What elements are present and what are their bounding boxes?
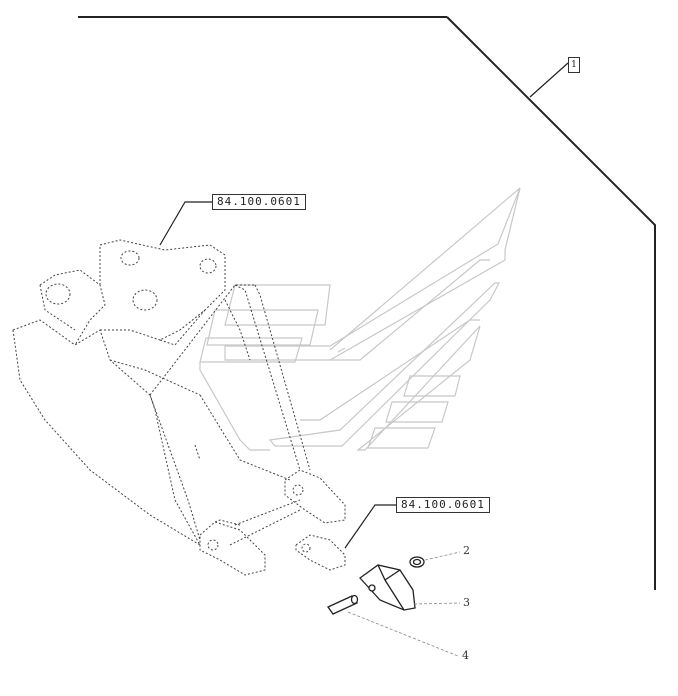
callout-leaders — [347, 551, 461, 657]
callout-2: 2 — [463, 544, 470, 557]
retainer-ring — [409, 556, 425, 568]
callout-4: 4 — [462, 649, 469, 662]
bucket-tooth-right — [284, 469, 346, 524]
leader-tooth-ref — [344, 504, 396, 549]
bucket-body — [12, 239, 311, 546]
frame-lines — [78, 16, 656, 590]
bucket-ref-box[interactable]: 84.100.0601 — [212, 194, 306, 210]
leader-ref-1 — [529, 62, 569, 98]
ref-1-box[interactable]: 1 — [568, 57, 580, 73]
pin-part — [327, 594, 359, 615]
bucket-tooth-left — [199, 499, 301, 576]
watermark-logo — [199, 187, 521, 451]
tooth-adapter — [295, 534, 346, 571]
tooth-part — [359, 564, 416, 611]
leader-bucket-ref — [159, 201, 212, 246]
callout-3: 3 — [463, 596, 470, 609]
tooth-ref-box[interactable]: 84.100.0601 — [396, 497, 490, 513]
